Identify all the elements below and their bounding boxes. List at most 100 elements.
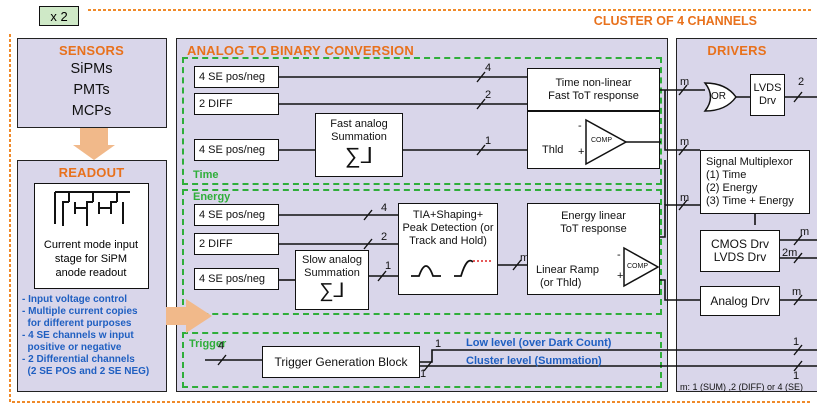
sensor-sipms: SiPMs bbox=[70, 61, 113, 77]
sensors-panel: SENSORS SiPMs PMTs MCPs bbox=[17, 38, 167, 128]
lvds-out-label: 2 bbox=[798, 76, 805, 88]
sensors-title: SENSORS bbox=[59, 43, 124, 58]
readout-feature-0: - Input voltage control bbox=[22, 294, 127, 305]
energy-section bbox=[182, 189, 662, 315]
readout-feature-3: - 4 SE channels w input bbox=[22, 330, 134, 341]
stage-text-1: stage for SiPM bbox=[54, 253, 128, 265]
time-comp-label: COMP bbox=[591, 137, 612, 144]
drv-m-label-mux: m bbox=[680, 136, 690, 148]
ramp-line-1: (or Thld) bbox=[540, 277, 582, 289]
slow-sum-line-1: Summation bbox=[304, 267, 360, 279]
or-label: OR bbox=[711, 91, 726, 102]
time-bus-label-2: 2 bbox=[485, 89, 492, 101]
trigger-low-level: Low level (over Dark Count) bbox=[466, 337, 612, 349]
time-tot-line-0: Time non-linear bbox=[555, 76, 632, 89]
energy-label: Energy bbox=[193, 191, 231, 203]
ramp-line-0: Linear Ramp bbox=[536, 264, 599, 276]
trigger-out-label-1: 1 bbox=[420, 368, 427, 380]
time-input-4se-a: 4 SE pos/neg bbox=[194, 66, 279, 88]
tia-line-1: Peak Detection (or bbox=[402, 222, 494, 234]
fast-sum-line-1: Summation bbox=[331, 131, 387, 143]
sum-icon: ∑⅃ bbox=[319, 280, 345, 302]
energy-comp-plus: + bbox=[617, 270, 624, 282]
current-mirror-icon bbox=[54, 191, 130, 226]
energy-m-label: m bbox=[520, 252, 530, 264]
trigger-cluster-level: Cluster level (Summation) bbox=[466, 355, 602, 367]
cmos-lvds-drv-block: CMOS Drv LVDS Drv bbox=[700, 230, 780, 272]
energy-input-2diff: 2 DIFF bbox=[194, 233, 279, 255]
mux-line-0: Signal Multiplexor bbox=[706, 156, 793, 168]
time-thld-label: Thld bbox=[542, 144, 564, 156]
multiplier-badge: x 2 bbox=[39, 6, 79, 26]
drivers-footnote: m: 1 (SUM) ,2 (DIFF) or 4 (SE) bbox=[680, 382, 804, 392]
time-tot-block: Time non-linear Fast ToT response bbox=[527, 68, 660, 111]
drv-trig-out-1: 1 bbox=[793, 370, 800, 382]
readout-panel: READOUT Current mode input stage for SiP… bbox=[17, 160, 167, 392]
sensor-pmts: PMTs bbox=[73, 82, 110, 98]
lvds-line-0: LVDS bbox=[753, 82, 782, 94]
energy-comp-minus: - bbox=[617, 249, 621, 261]
comparator-icon bbox=[623, 246, 660, 288]
time-comp-minus: - bbox=[578, 120, 582, 132]
energy-comp-label: COMP bbox=[627, 263, 648, 270]
energy-tot-line-0: Energy linear bbox=[561, 210, 626, 222]
energy-input-4se-b: 4 SE pos/neg bbox=[194, 268, 279, 290]
analog-out-m: m bbox=[792, 286, 802, 298]
energy-bus-label-2: 2 bbox=[381, 231, 388, 243]
readout-feature-6: (2 SE POS and 2 SE NEG) bbox=[22, 366, 150, 377]
energy-tot-line-1: ToT response bbox=[560, 223, 627, 235]
analog-drv-block: Analog Drv bbox=[700, 286, 780, 316]
trigger-label: Trigger bbox=[189, 338, 227, 350]
trigger-out-label-0: 1 bbox=[435, 338, 442, 350]
mux-line-3: (3) Time + Energy bbox=[706, 195, 794, 207]
energy-bus-label-4: 4 bbox=[381, 202, 388, 214]
fast-sum-line-0: Fast analog bbox=[330, 118, 388, 130]
abc-title: ANALOG TO BINARY CONVERSION bbox=[187, 43, 414, 58]
time-input-2diff: 2 DIFF bbox=[194, 93, 279, 115]
time-label: Time bbox=[193, 169, 219, 181]
trigger-generation-block: Trigger Generation Block bbox=[262, 346, 420, 378]
time-comp-plus: + bbox=[578, 146, 585, 158]
cmos-line-0: CMOS Drv bbox=[711, 237, 769, 251]
drv-m-label-energy: m bbox=[680, 192, 690, 204]
lvds-line-1: Drv bbox=[758, 95, 777, 107]
energy-tot-block: Energy linear ToT response COMP - + Line… bbox=[527, 203, 660, 295]
readout-feature-2: for different purposes bbox=[22, 318, 132, 329]
tia-line-0: TIA+Shaping+ bbox=[412, 209, 484, 221]
readout-feature-1: - Multiple current copies bbox=[22, 306, 138, 317]
readout-feature-4: positive or negative bbox=[22, 342, 122, 353]
slow-summation-block: Slow analog Summation ∑⅃ bbox=[295, 250, 369, 310]
time-bus-label-4: 4 bbox=[485, 62, 492, 74]
drv-m-label-top: m bbox=[680, 76, 690, 88]
mux-line-2: (2) Energy bbox=[706, 182, 758, 194]
stage-text-2: anode readout bbox=[55, 267, 127, 279]
trigger-section bbox=[182, 332, 662, 388]
time-section bbox=[182, 57, 662, 185]
energy-input-4se-a: 4 SE pos/neg bbox=[194, 204, 279, 226]
readout-title: READOUT bbox=[58, 165, 125, 180]
time-comp-block: COMP - + Thld bbox=[527, 111, 661, 169]
drivers-title: DRIVERS bbox=[707, 43, 767, 58]
drv-trig-out-0: 1 bbox=[793, 336, 800, 348]
stage-text-0: Current mode input bbox=[43, 239, 139, 251]
readout-feature-5: - 2 Differential channels bbox=[22, 354, 135, 365]
time-input-4se-b: 4 SE pos/neg bbox=[194, 139, 279, 161]
time-bus-label-1: 1 bbox=[485, 135, 492, 147]
cmos-out-m: m bbox=[800, 226, 810, 238]
fast-summation-block: Fast analog Summation ∑⅃ bbox=[315, 113, 403, 177]
cluster-title: CLUSTER OF 4 CHANNELS bbox=[593, 14, 757, 28]
cmos-line-1: LVDS Drv bbox=[713, 250, 767, 264]
signal-multiplexor-block: Signal Multiplexor (1) Time (2) Energy (… bbox=[700, 150, 810, 214]
mux-line-1: (1) Time bbox=[706, 169, 747, 181]
trigger-in-label: 4 bbox=[218, 340, 225, 352]
tia-line-2: Track and Hold) bbox=[409, 235, 487, 247]
shaping-pulse-icon bbox=[411, 259, 491, 277]
tia-peak-block: TIA+Shaping+ Peak Detection (or Track an… bbox=[398, 203, 498, 295]
time-tot-line-1: Fast ToT response bbox=[548, 89, 639, 102]
sensor-mcps: MCPs bbox=[71, 103, 112, 119]
current-mode-stage-box: Current mode input stage for SiPM anode … bbox=[34, 183, 149, 289]
sum-icon: ∑⅃ bbox=[345, 143, 373, 168]
